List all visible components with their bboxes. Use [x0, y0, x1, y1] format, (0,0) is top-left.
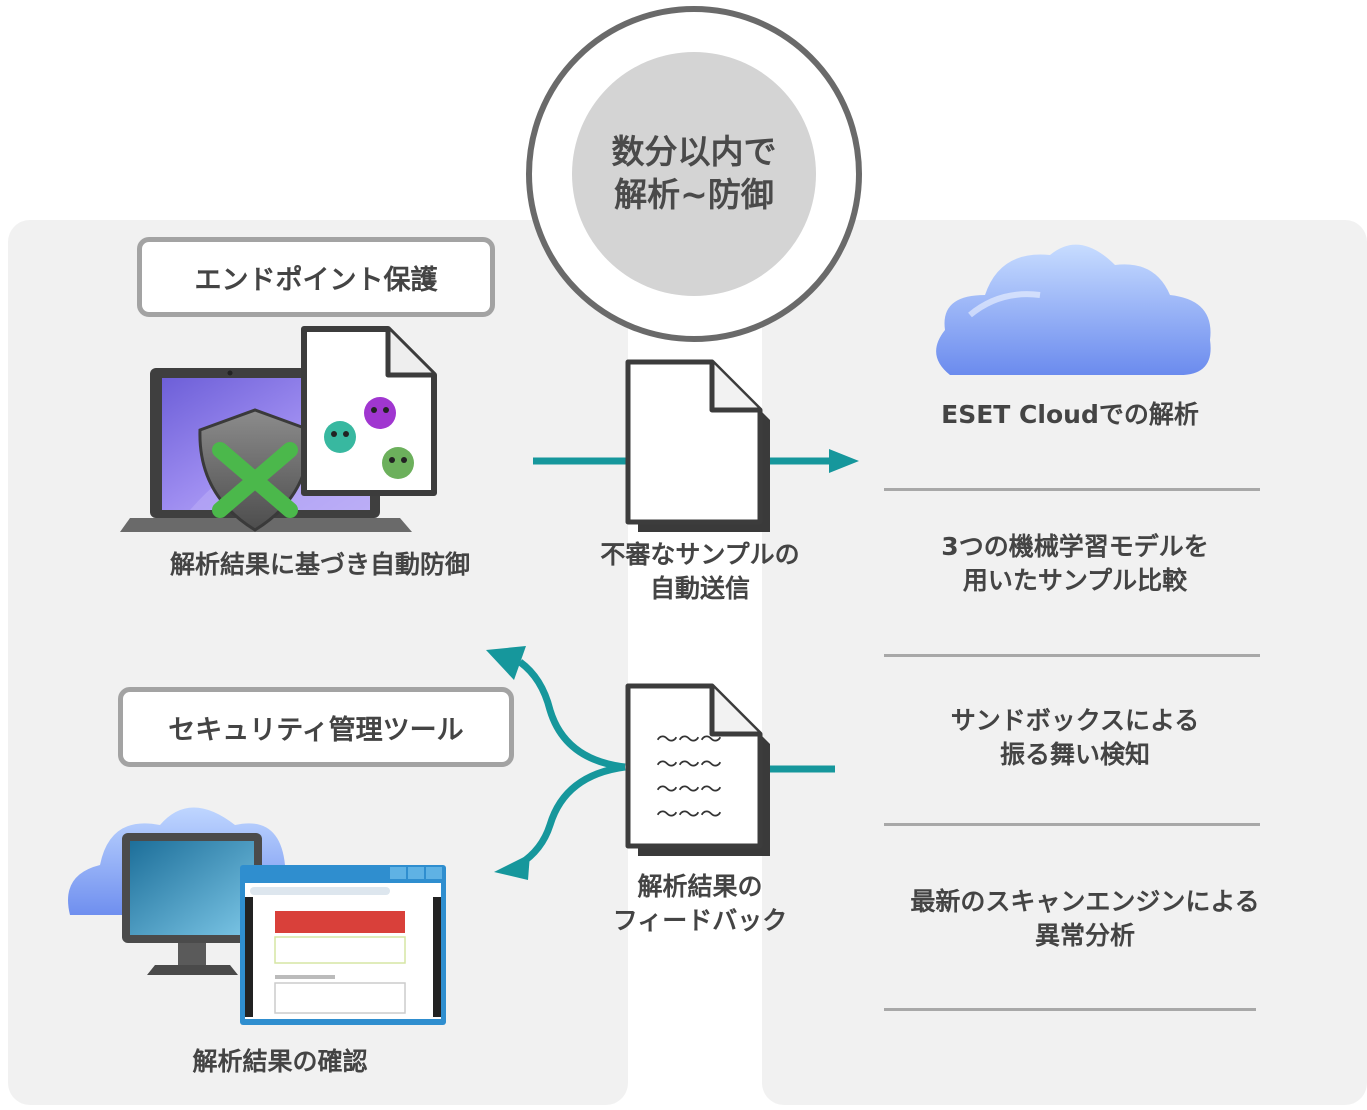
- ml-item-line-1: 3つの機械学習モデルを: [941, 532, 1209, 561]
- feedback-caption-line-1: 解析結果の: [637, 872, 763, 901]
- speed-badge: 数分以内で 解析~防御: [526, 6, 862, 342]
- doc-wave-line: 〜〜〜: [656, 803, 723, 828]
- sandbox-item-line-1: サンドボックスによる: [950, 706, 1200, 735]
- document-icon: [625, 359, 770, 532]
- endpoint-protection-label: エンドポイント保護: [137, 237, 495, 317]
- security-management-label: セキュリティ管理ツール: [118, 687, 514, 767]
- ml-item: 3つの機械学習モデルを 用いたサンプル比較: [850, 530, 1300, 598]
- feedback-caption: 解析結果の フィードバック: [570, 870, 830, 938]
- send-caption-line-2: 自動送信: [649, 573, 750, 603]
- divider: [884, 488, 1260, 491]
- badge-line-1: 数分以内で: [611, 132, 777, 172]
- cloud-monitor-icon: [68, 807, 446, 1025]
- ml-item-line-2: 用いたサンプル比較: [962, 565, 1188, 595]
- feedback-doc-text: 〜〜〜 〜〜〜 〜〜〜 〜〜〜: [656, 728, 736, 828]
- badge-line-2: 解析~防御: [614, 175, 774, 214]
- send-caption-line-1: 不審なサンプルの: [600, 540, 800, 569]
- divider: [884, 823, 1260, 826]
- endpoint-caption-text: 解析結果に基づき自動防御: [169, 550, 470, 579]
- scan-engine-item-line-1: 最新のスキャンエンジンによる: [910, 887, 1260, 916]
- endpoint-caption: 解析結果に基づき自動防御: [60, 548, 580, 582]
- sandbox-item-line-2: 振る舞い検知: [999, 739, 1150, 769]
- management-caption: 解析結果の確認: [100, 1045, 460, 1079]
- doc-wave-line: 〜〜〜: [656, 778, 723, 803]
- infected-file-icon: [301, 326, 437, 496]
- feedback-arrows: [486, 646, 835, 880]
- sandbox-item: サンドボックスによる 振る舞い検知: [850, 704, 1300, 772]
- management-caption-text: 解析結果の確認: [192, 1047, 368, 1076]
- scan-engine-item-line-2: 異常分析: [1034, 920, 1135, 950]
- malware-icon: [324, 397, 414, 479]
- divider: [884, 654, 1260, 657]
- browser-window-icon: [240, 865, 446, 1025]
- scan-engine-item: 最新のスキャンエンジンによる 異常分析: [850, 885, 1320, 953]
- feedback-caption-line-2: フィードバック: [612, 905, 788, 935]
- doc-wave-line: 〜〜〜: [656, 728, 723, 753]
- divider: [884, 1008, 1256, 1011]
- cloud-icon: [936, 244, 1211, 375]
- endpoint-protection-label-text: エンドポイント保護: [194, 264, 438, 296]
- doc-wave-line: 〜〜〜: [656, 753, 723, 778]
- cloud-analysis-caption-text: ESET Cloudでの解析: [941, 400, 1199, 429]
- feedback-document-icon: [625, 683, 770, 856]
- cloud-analysis-caption: ESET Cloudでの解析: [880, 398, 1260, 432]
- speed-badge-text: 数分以内で 解析~防御: [572, 52, 816, 296]
- send-caption: 不審なサンプルの 自動送信: [560, 538, 840, 606]
- security-management-label-text: セキュリティ管理ツール: [168, 714, 464, 746]
